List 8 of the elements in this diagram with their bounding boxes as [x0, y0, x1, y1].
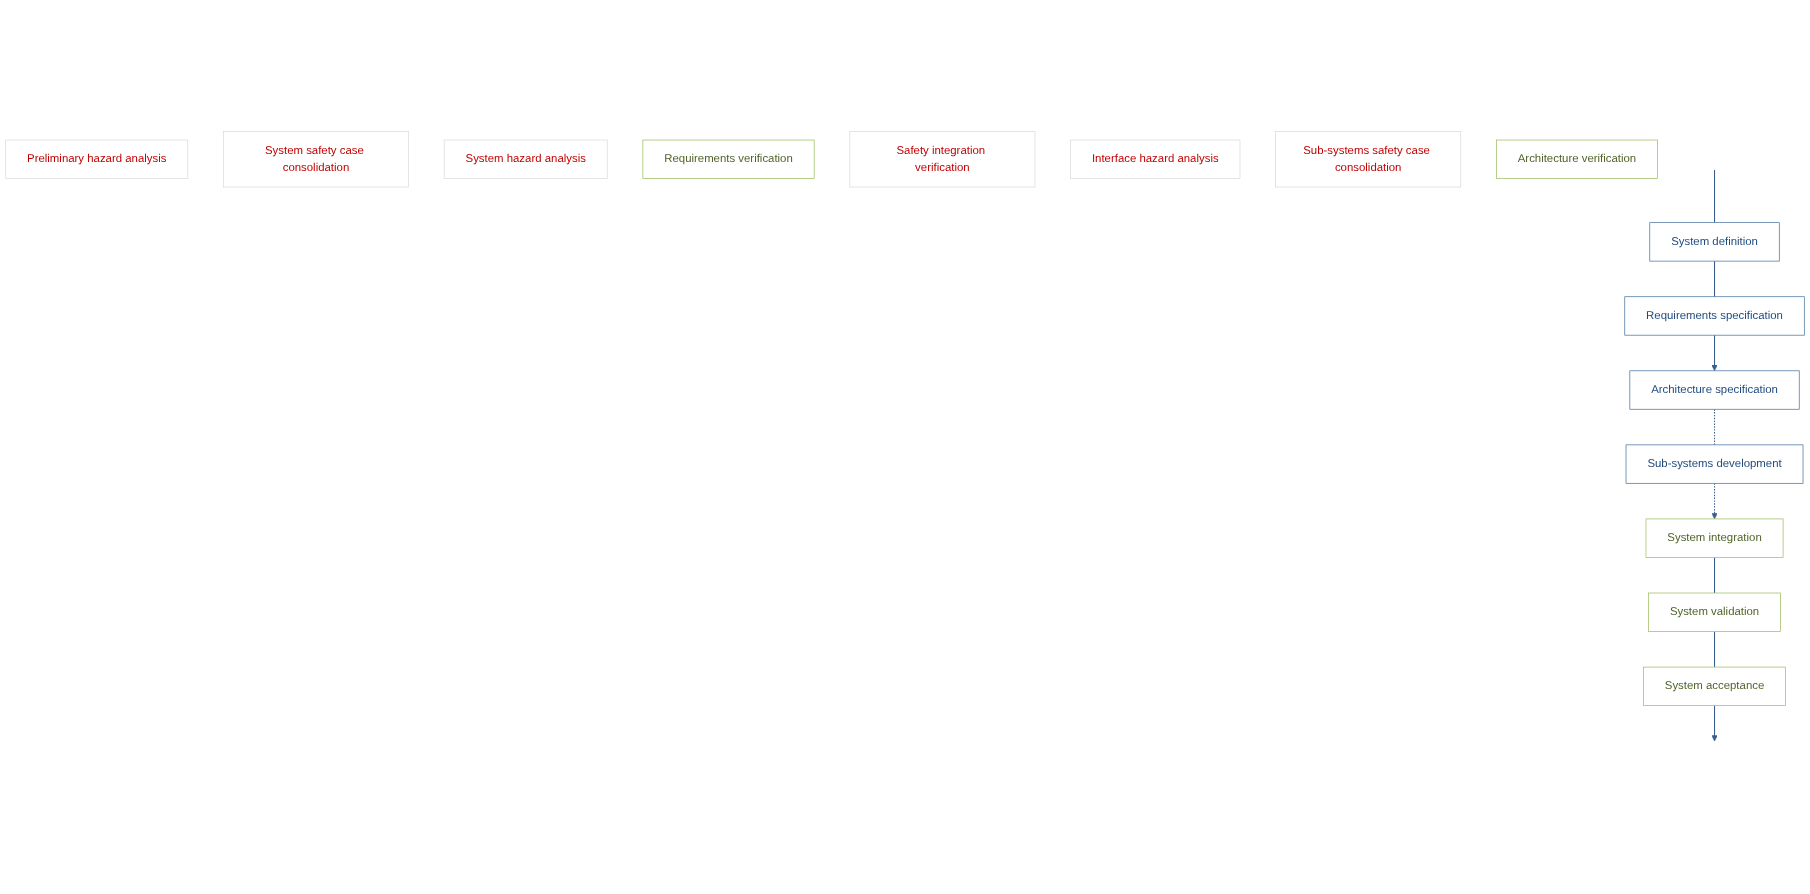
connector: [1714, 556, 1716, 594]
connector: [1714, 630, 1716, 668]
arrow: [1711, 482, 1718, 520]
arrow: [1711, 705, 1718, 742]
connector: [1714, 169, 1716, 224]
connector: [1714, 260, 1716, 298]
connector: [1714, 408, 1716, 446]
arrow: [1711, 334, 1718, 372]
